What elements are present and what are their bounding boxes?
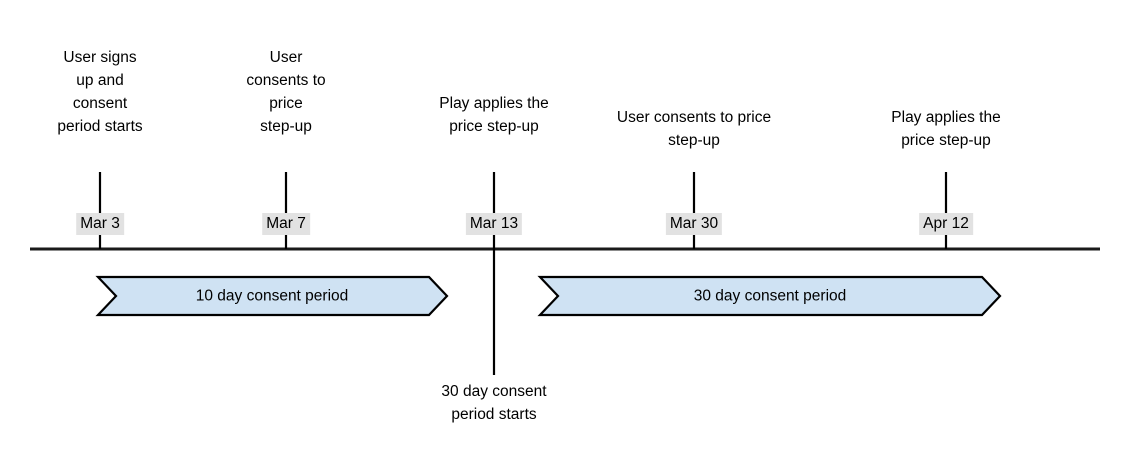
date-chip-mar-30: Mar 30: [665, 213, 723, 235]
consent-band-10-day-shape: [95, 275, 449, 317]
consent-band-30-day-shape: [537, 275, 1002, 317]
event-label-mar-13: Play applies the price step-up: [439, 95, 549, 135]
event-label-apr-12: Play applies the price step-up: [891, 109, 1001, 149]
consent-band-30-day-label: 30 day consent period: [693, 287, 847, 305]
date-chip-mar-7: Mar 7: [262, 213, 310, 235]
date-chip-apr-12: Apr 12: [919, 213, 973, 235]
note-30-day-consent-period-starts: 30 day consent period starts: [441, 383, 547, 423]
event-label-mar-3: User signs up and consent period starts: [57, 49, 143, 135]
consent-band-10-day-label: 10 day consent period: [195, 287, 349, 305]
event-label-mar-7: User consents to price step-up: [246, 49, 326, 135]
date-chip-mar-3: Mar 3: [76, 213, 124, 235]
event-label-mar-30: User consents to price step-up: [616, 109, 772, 149]
date-chip-mar-13: Mar 13: [465, 213, 523, 235]
